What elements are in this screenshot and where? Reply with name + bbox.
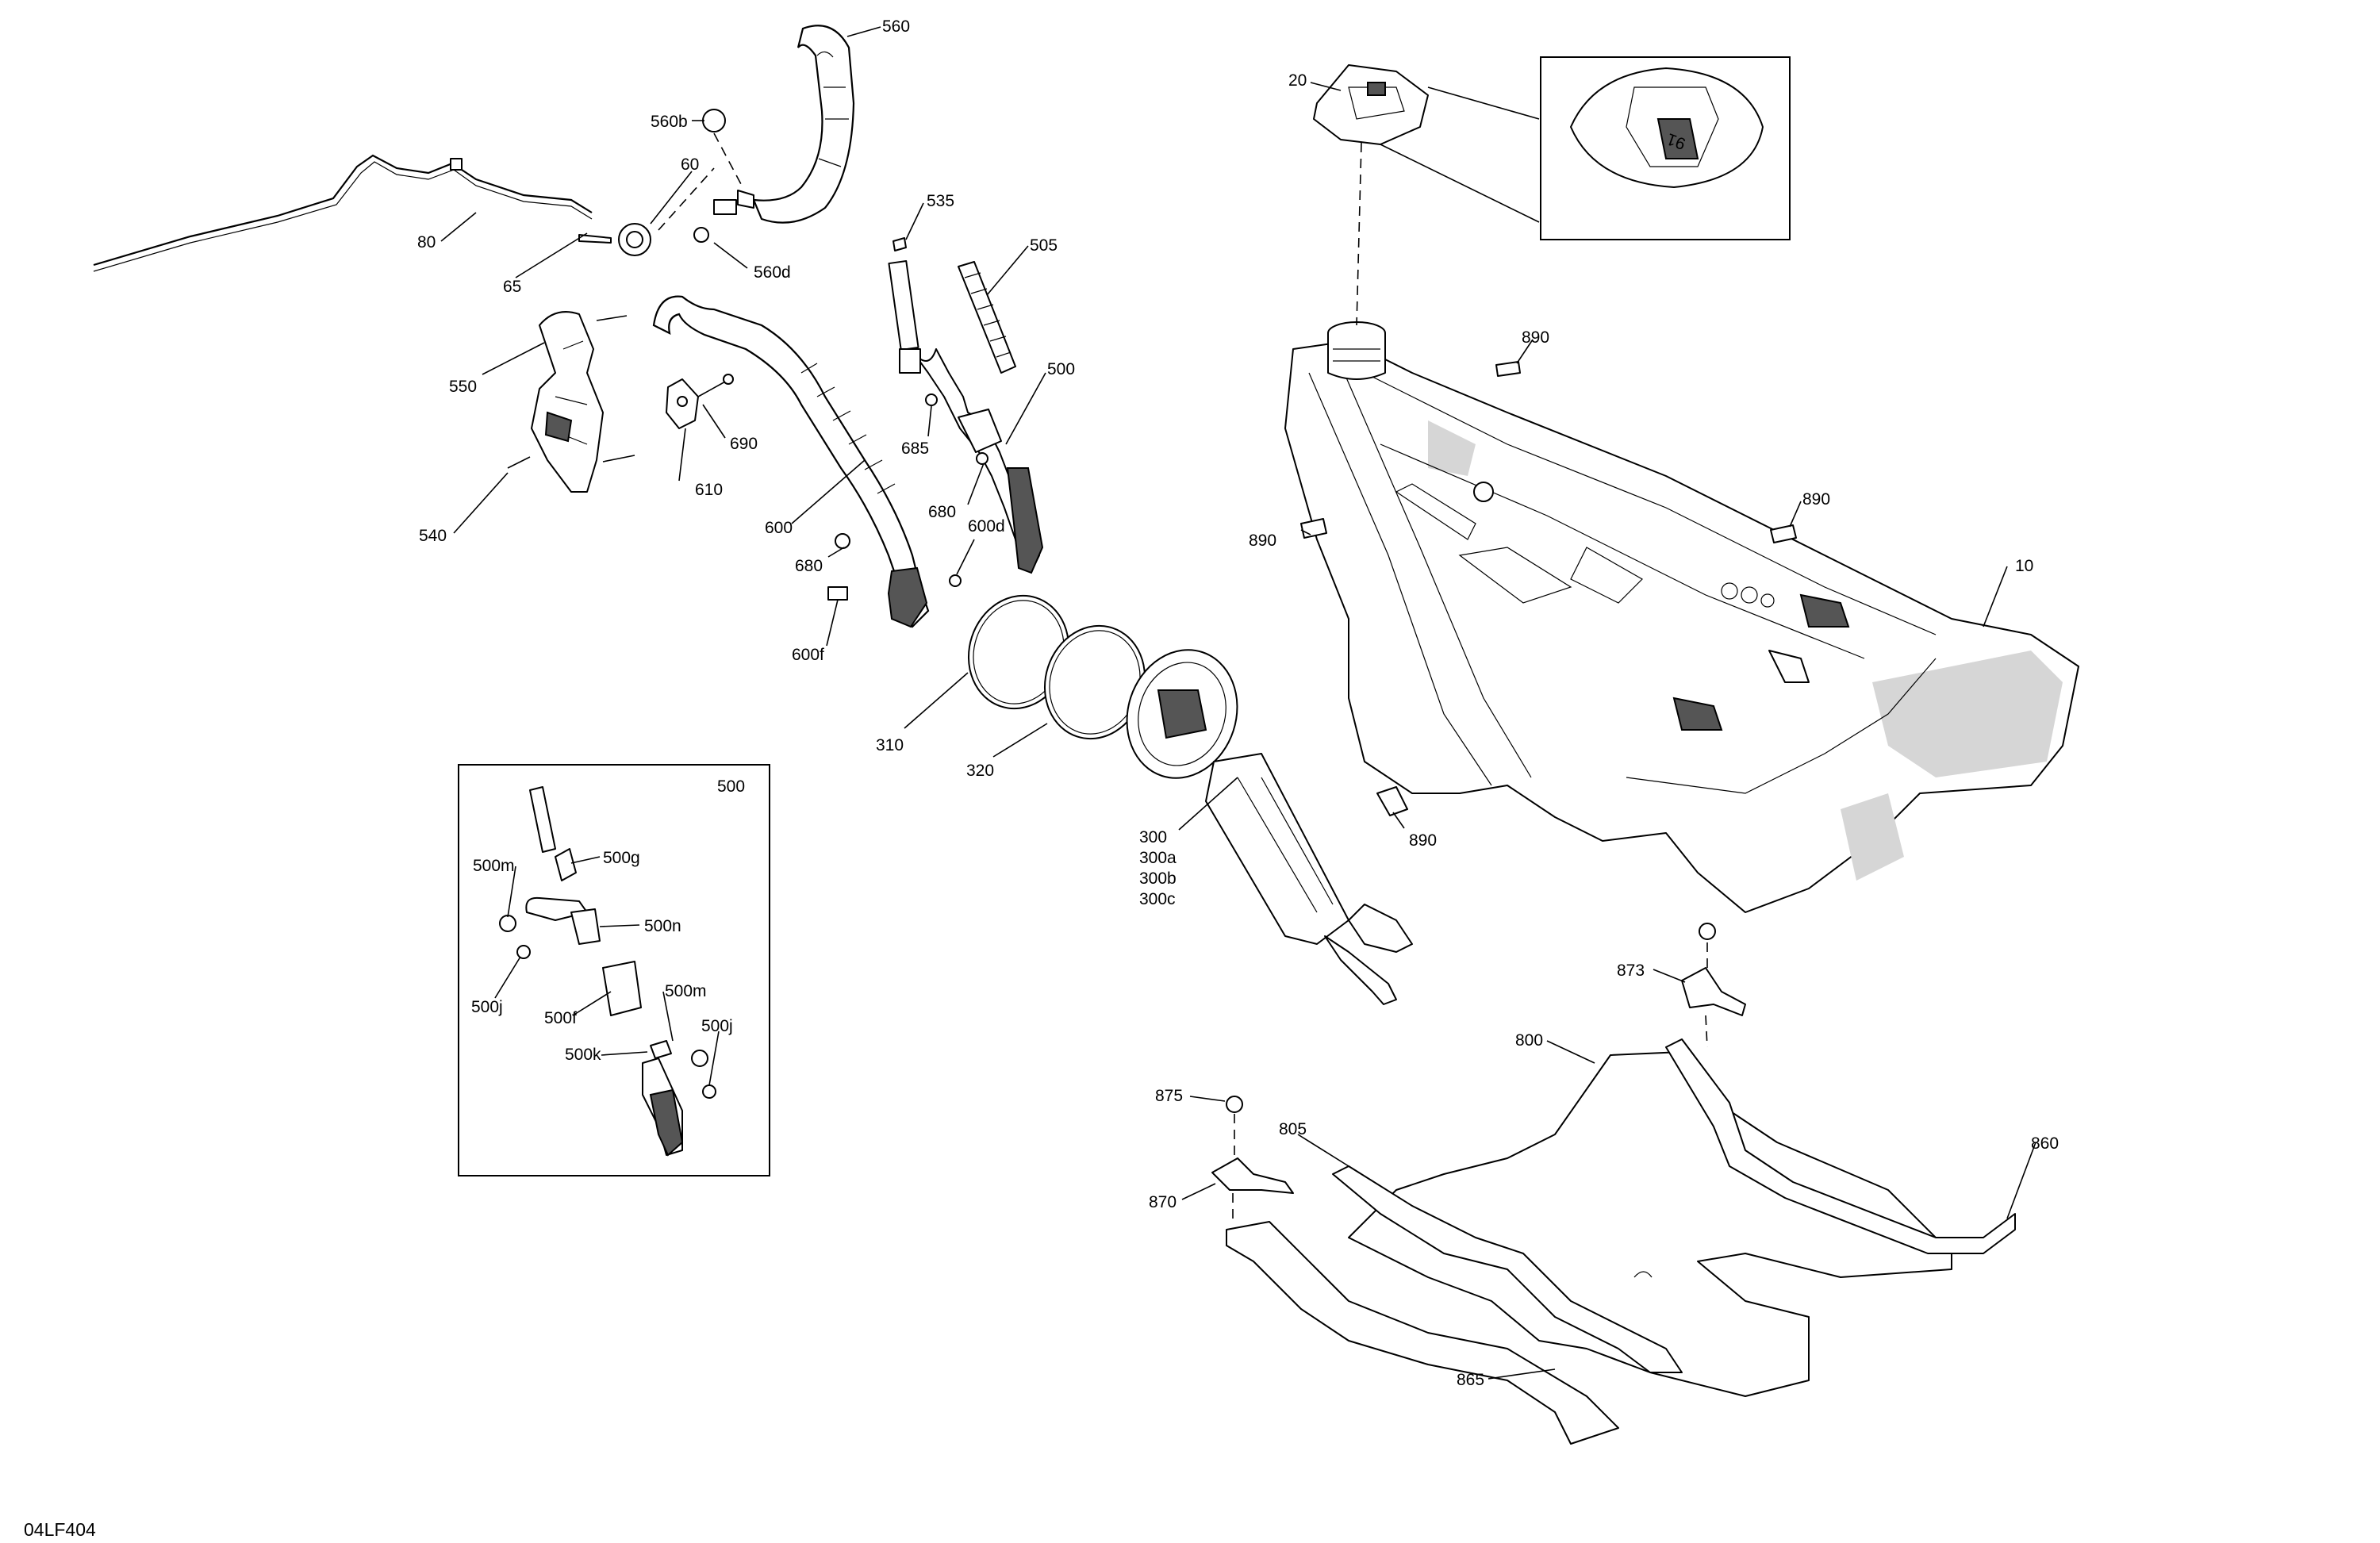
wear-pads [1300,361,1797,816]
callout-310: 310 [876,736,904,754]
callout-560b: 560b [651,113,688,131]
callout-805: 805 [1279,1120,1307,1138]
callout-680-lower: 680 [795,557,823,575]
callout-690: 690 [730,435,758,453]
callout-610: 610 [695,481,723,499]
fuel-pump [1126,649,1413,1005]
bracket-873 [1681,923,1746,1048]
sleeve-505 [958,261,1016,374]
strap-865 [1226,1221,1619,1445]
inset-label-500j-right: 500j [701,1017,733,1035]
callout-65: 65 [503,278,521,296]
callout-300: 300 [1139,828,1167,846]
inset-label-500m-upper: 500m [473,857,515,875]
bracket-870 [1211,1096,1294,1222]
callout-890-bottom: 890 [1409,831,1437,850]
filter-assembly [888,237,1044,574]
callout-300a: 300a [1139,849,1177,867]
callout-60: 60 [681,155,699,174]
cap-detail-box: 91 [1540,56,1791,240]
callout-labels: 560 560b 60 80 65 560d 535 505 20 550 69… [417,17,2059,1389]
skid-plate [1348,1051,1952,1397]
callout-860: 860 [2031,1134,2059,1153]
callout-320: 320 [966,762,994,780]
inset-label-500k: 500k [565,1046,601,1064]
callout-10: 10 [2015,557,2033,575]
callout-560: 560 [882,17,910,36]
inset-label-500m-lower: 500m [665,982,707,1000]
callout-600: 600 [765,519,793,537]
inset-label-500n: 500n [644,917,681,935]
callout-505: 505 [1030,236,1058,255]
diagram-code: 04LF404 [24,1519,96,1540]
inset-label-500f: 500f [544,1009,577,1027]
vent-line [93,154,715,272]
callout-20: 20 [1288,71,1307,90]
inset-title: 500 [717,777,745,796]
callout-600f: 600f [792,646,824,664]
strap-860 [1665,1038,2016,1254]
callout-875: 875 [1155,1087,1183,1105]
callout-550: 550 [449,378,477,396]
bracket-550 [507,311,635,493]
fuel-line-600 [652,295,962,628]
inset-500 [458,764,770,1176]
callout-500: 500 [1047,360,1075,378]
hose-560 [693,25,855,243]
callout-800: 800 [1515,1031,1543,1050]
callout-540: 540 [419,527,447,545]
callout-685: 685 [901,439,929,458]
callout-560d: 560d [754,263,791,282]
strap-805 [1332,1165,1683,1373]
fuel-tank [1284,321,2079,913]
inset-labels: 500 500m 500g 500n 500j 500f 500m 500k 5… [471,777,745,1064]
callout-300b: 300b [1139,869,1177,888]
callout-873: 873 [1617,961,1645,980]
callout-680-upper: 680 [928,503,956,521]
callout-80: 80 [417,233,436,251]
fuel-cap [1313,64,1540,326]
clip-610 [666,374,734,429]
callout-890-left: 890 [1249,532,1276,550]
callout-870: 870 [1149,1193,1177,1211]
callout-890-top: 890 [1522,328,1549,347]
leader-lines [440,26,2036,1380]
inset-label-500g: 500g [603,849,640,867]
callout-890-right: 890 [1802,490,1830,509]
inset-label-500j-left: 500j [471,998,503,1016]
callout-300c: 300c [1139,890,1176,908]
callout-600d: 600d [968,517,1005,535]
callout-535: 535 [927,192,954,210]
callout-865: 865 [1457,1371,1484,1389]
